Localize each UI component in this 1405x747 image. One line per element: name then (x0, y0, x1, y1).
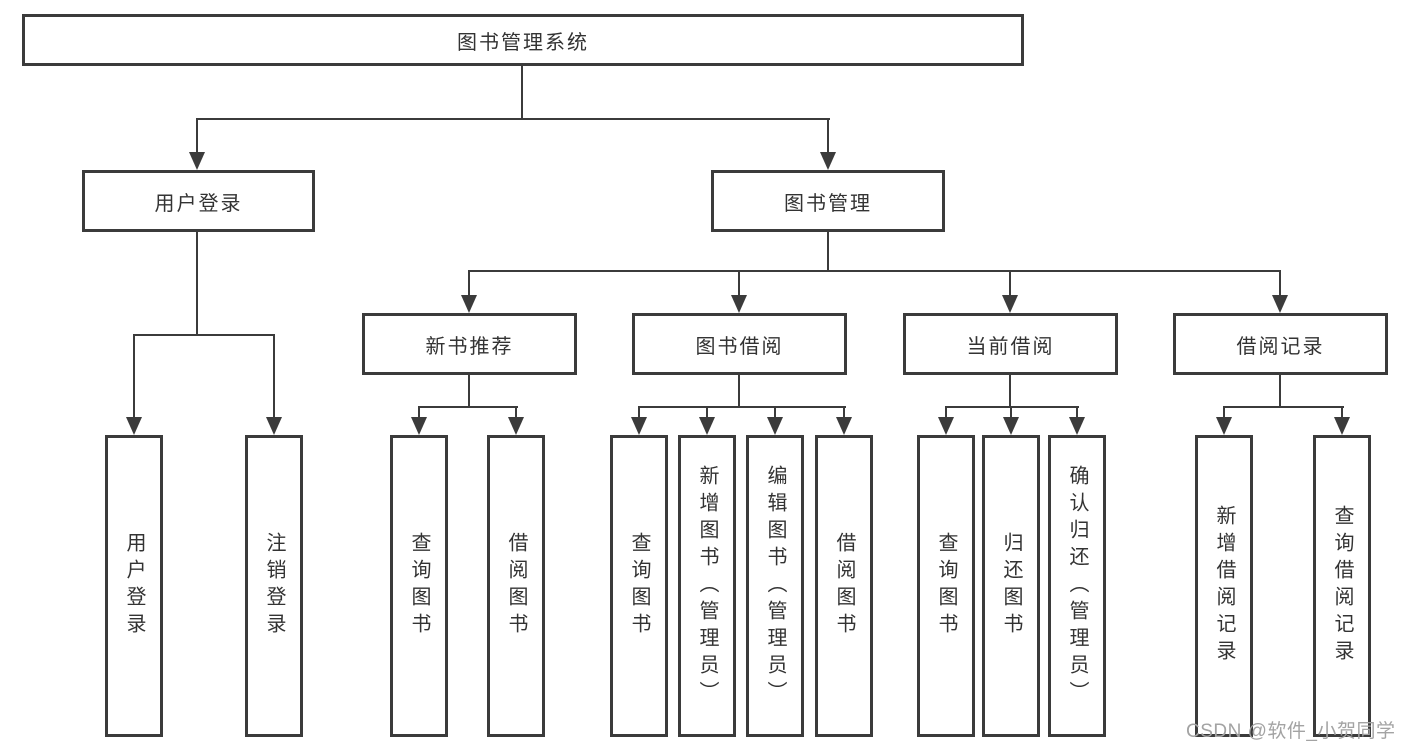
leaf-query-books-current: 查询图书 (917, 435, 975, 737)
arrow-down-icon (189, 152, 205, 170)
leaf-user-login: 用户登录 (105, 435, 163, 737)
connector-line (706, 406, 708, 419)
connector-line (1009, 375, 1011, 408)
connector-line (1223, 406, 1225, 419)
connector-line (196, 118, 830, 120)
node-root: 图书管理系统 (22, 14, 1024, 66)
connector-line (1009, 270, 1011, 298)
connector-line (521, 66, 523, 119)
arrow-down-icon (1002, 295, 1018, 313)
connector-line (1223, 406, 1344, 408)
connector-line (418, 406, 420, 419)
connector-line (133, 334, 135, 420)
connector-line (1076, 406, 1078, 419)
connector-line (1341, 406, 1343, 419)
leaf-borrow-books-recommend: 借阅图书 (487, 435, 545, 737)
node-borrow-record: 借阅记录 (1173, 313, 1388, 375)
arrow-down-icon (508, 417, 524, 435)
connector-line (515, 406, 517, 419)
connector-line (196, 118, 198, 154)
connector-line (1279, 375, 1281, 408)
connector-line (945, 406, 1079, 408)
leaf-return-books: 归还图书 (982, 435, 1040, 737)
arrow-down-icon (820, 152, 836, 170)
arrow-down-icon (411, 417, 427, 435)
connector-line (827, 118, 829, 154)
connector-line (843, 406, 845, 419)
arrow-down-icon (266, 417, 282, 435)
arrow-down-icon (836, 417, 852, 435)
leaf-logout: 注销登录 (245, 435, 303, 737)
node-new-book-recommend: 新书推荐 (362, 313, 577, 375)
arrow-down-icon (631, 417, 647, 435)
node-book-management: 图书管理 (711, 170, 945, 232)
arrow-down-icon (1069, 417, 1085, 435)
connector-line (738, 270, 740, 298)
arrow-down-icon (767, 417, 783, 435)
connector-line (945, 406, 947, 419)
leaf-borrow-books-borrow: 借阅图书 (815, 435, 873, 737)
connector-line (638, 406, 640, 419)
arrow-down-icon (1272, 295, 1288, 313)
connector-line (468, 270, 1281, 272)
connector-line (1010, 406, 1012, 419)
connector-line (638, 406, 846, 408)
connector-line (273, 334, 275, 420)
arrow-down-icon (699, 417, 715, 435)
leaf-query-books-recommend: 查询图书 (390, 435, 448, 737)
arrow-down-icon (938, 417, 954, 435)
leaf-query-borrow-record: 查询借阅记录 (1313, 435, 1371, 737)
arrow-down-icon (1334, 417, 1350, 435)
connector-line (774, 406, 776, 419)
leaf-query-books-borrow: 查询图书 (610, 435, 668, 737)
connector-line (1279, 270, 1281, 298)
leaf-add-borrow-record: 新增借阅记录 (1195, 435, 1253, 737)
arrow-down-icon (1003, 417, 1019, 435)
connector-line (133, 334, 275, 336)
leaf-confirm-return-admin: 确认归还（管理员） (1048, 435, 1106, 737)
watermark-text: CSDN @软件_小贺同学 (1186, 721, 1396, 742)
connector-line (738, 375, 740, 408)
node-book-borrow: 图书借阅 (632, 313, 847, 375)
connector-line (827, 232, 829, 272)
node-current-borrow: 当前借阅 (903, 313, 1118, 375)
arrow-down-icon (1216, 417, 1232, 435)
leaf-add-books-admin: 新增图书（管理员） (678, 435, 736, 737)
leaf-edit-books-admin: 编辑图书（管理员） (746, 435, 804, 737)
connector-line (196, 232, 198, 335)
node-user-login: 用户登录 (82, 170, 315, 232)
arrow-down-icon (126, 417, 142, 435)
connector-line (468, 375, 470, 408)
connector-line (418, 406, 518, 408)
arrow-down-icon (731, 295, 747, 313)
arrow-down-icon (461, 295, 477, 313)
connector-line (468, 270, 470, 298)
